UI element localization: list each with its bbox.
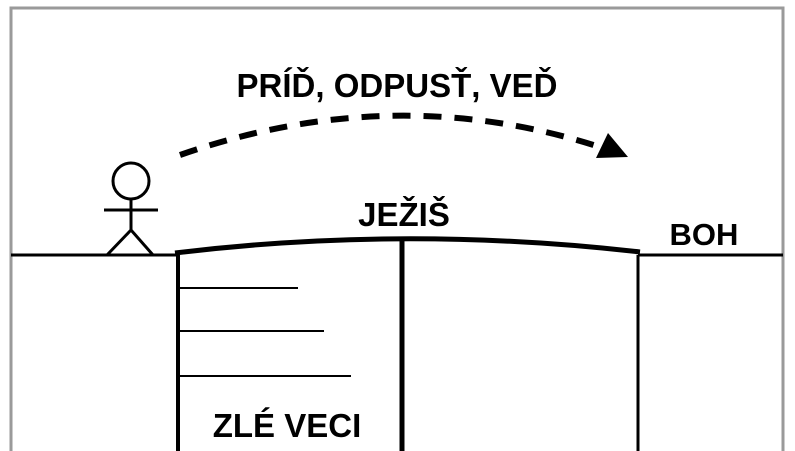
bridge-label: JEŽIŠ <box>358 195 450 233</box>
god-label: BOH <box>670 217 739 252</box>
instruction-label: PRÍĎ, ODPUSŤ, VEĎ <box>237 67 558 104</box>
frame-border <box>9 6 785 451</box>
stick-figure-head <box>111 161 151 201</box>
dashed-arrow <box>179 112 604 158</box>
arrow-head-icon <box>596 133 628 158</box>
stick-figure <box>104 161 158 257</box>
bridge-arc <box>174 236 641 256</box>
gap-label: ZLÉ VECI <box>213 407 362 444</box>
